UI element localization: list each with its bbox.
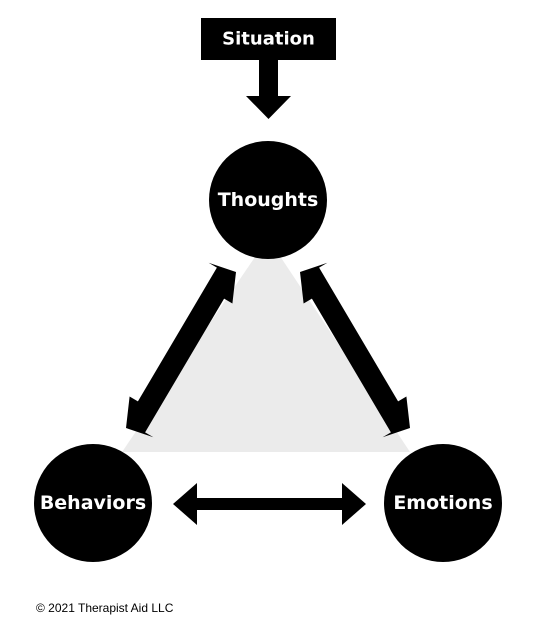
situation-label: Situation (222, 29, 315, 50)
behaviors-emotions-arrow (173, 483, 366, 525)
thoughts-label: Thoughts (218, 189, 319, 211)
behaviors-node (34, 444, 152, 562)
behaviors-label: Behaviors (40, 492, 146, 514)
situation-to-thoughts-arrow (246, 60, 291, 119)
copyright-text: © 2021 Therapist Aid LLC (36, 601, 174, 615)
thoughts-node (209, 141, 327, 259)
thoughts-behaviors-arrow (126, 262, 236, 438)
triangle-background (122, 238, 410, 452)
situation-box (201, 18, 336, 60)
emotions-label: Emotions (393, 492, 492, 514)
thoughts-emotions-arrow (300, 262, 410, 438)
emotions-node (384, 444, 502, 562)
